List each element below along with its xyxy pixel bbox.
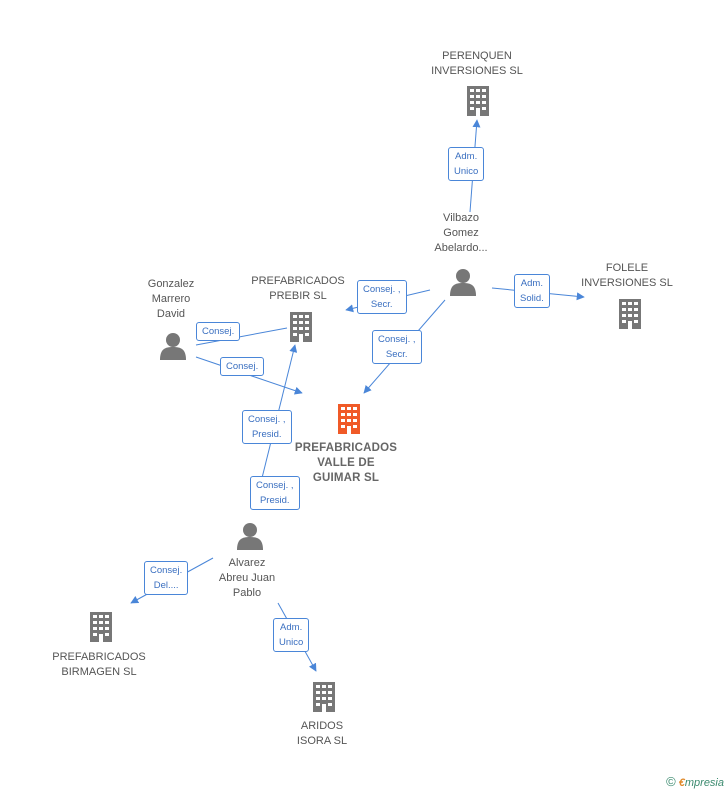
- edge-label-adm-unico-perenquen[interactable]: Adm. Unico: [448, 147, 485, 181]
- label-line: Consej.: [202, 326, 235, 337]
- label-line: Adm.: [280, 622, 303, 633]
- person-icon-alvarez[interactable]: [237, 523, 263, 550]
- label-line: PREFABRICADOS: [294, 442, 398, 454]
- copyright-symbol: ©: [666, 774, 676, 789]
- label-line: Presid.: [259, 495, 290, 506]
- node-label-folele[interactable]: FOLELE INVERSIONES SL: [581, 261, 673, 291]
- edge-label-consej-gonzalez-main[interactable]: Consej.: [220, 357, 265, 376]
- label-line: ISORA SL: [296, 735, 348, 747]
- label-line: PREBIR SL: [269, 290, 327, 302]
- label-line: Gonzalez: [147, 278, 195, 290]
- label-line: ARIDOS: [300, 720, 344, 732]
- node-label-birmagen[interactable]: PREFABRICADOS BIRMAGEN SL: [52, 650, 146, 680]
- label-line: Secr.: [370, 299, 393, 310]
- label-line: David: [156, 308, 186, 320]
- node-label-aridos[interactable]: ARIDOS ISORA SL: [297, 719, 347, 749]
- label-line: INVERSIONES SL: [581, 277, 673, 289]
- edge-label-consej-del-birmagen[interactable]: Consej. Del....: [144, 561, 189, 595]
- label-line: Consej. ,: [256, 480, 294, 491]
- label-line: Gomez: [443, 227, 479, 239]
- building-icon-folele[interactable]: [619, 299, 641, 329]
- label-line: PREFABRICADOS: [52, 651, 146, 663]
- label-line: Vilbazo: [443, 212, 479, 224]
- edge-label-consej-secr-main[interactable]: Consej. , Secr.: [372, 330, 422, 364]
- person-icon-vilbazo[interactable]: [450, 269, 476, 296]
- label-line: Secr.: [385, 349, 408, 360]
- label-line: Consej. ,: [363, 284, 401, 295]
- node-label-main[interactable]: PREFABRICADOS VALLE DE GUIMAR SL: [295, 441, 397, 486]
- label-line: Unico: [279, 637, 304, 648]
- label-line: Pablo: [232, 587, 262, 599]
- label-line: Consej. ,: [378, 334, 416, 345]
- node-label-prebir[interactable]: PREFABRICADOS PREBIR SL: [251, 274, 345, 304]
- label-line: Adm.: [520, 278, 543, 289]
- label-line: Abreu Juan: [218, 572, 276, 584]
- edge-gonzalez-prebir: [195, 327, 288, 346]
- edge-label-adm-unico-aridos[interactable]: Adm. Unico: [273, 618, 310, 652]
- label-line: GUIMAR SL: [312, 472, 380, 484]
- edge-label-consej-gonzalez-prebir[interactable]: Consej.: [196, 322, 241, 341]
- brand-e: €: [678, 777, 685, 789]
- building-icon-prebir[interactable]: [290, 312, 312, 342]
- label-line: VALLE DE: [317, 457, 375, 469]
- label-line: Solid.: [520, 293, 544, 304]
- brand-rest: mpresia: [684, 777, 724, 789]
- person-icon-gonzalez[interactable]: [160, 333, 186, 360]
- label-line: Presid.: [251, 429, 282, 440]
- building-icon-birmagen[interactable]: [90, 612, 112, 642]
- node-label-gonzalez[interactable]: Gonzalez Marrero David: [148, 277, 194, 322]
- building-icon-perenquen[interactable]: [467, 86, 489, 116]
- node-label-vilbazo[interactable]: Vilbazo Gomez Abelardo...: [434, 211, 487, 256]
- node-label-perenquen[interactable]: PERENQUEN INVERSIONES SL: [431, 49, 523, 79]
- node-label-alvarez[interactable]: Alvarez Abreu Juan Pablo: [219, 556, 275, 601]
- label-line: INVERSIONES SL: [431, 65, 523, 77]
- label-line: PERENQUEN: [442, 50, 512, 62]
- label-line: Del....: [153, 580, 179, 591]
- label-line: Consej.: [226, 361, 259, 372]
- building-icon-main[interactable]: [338, 404, 360, 434]
- label-line: Unico: [454, 166, 479, 177]
- label-line: Consej.: [150, 565, 183, 576]
- label-line: Marrero: [151, 293, 191, 305]
- building-icon-aridos[interactable]: [313, 682, 335, 712]
- label-line: PREFABRICADOS: [251, 275, 345, 287]
- edge-label-consej-presid-prebir[interactable]: Consej. , Presid.: [242, 410, 292, 444]
- label-line: FOLELE: [605, 262, 649, 274]
- label-line: Alvarez: [228, 557, 266, 569]
- edge-label-consej-secr-prebir[interactable]: Consej. , Secr.: [357, 280, 407, 314]
- edge-label-consej-presid-main[interactable]: Consej. , Presid.: [250, 476, 300, 510]
- empresia-logo: © €mpresia: [666, 774, 724, 789]
- label-line: BIRMAGEN SL: [61, 666, 137, 678]
- label-line: Consej. ,: [248, 414, 286, 425]
- label-line: Adm.: [455, 151, 478, 162]
- edge-label-adm-solid-folele[interactable]: Adm. Solid.: [514, 274, 550, 308]
- label-line: Abelardo...: [434, 242, 488, 254]
